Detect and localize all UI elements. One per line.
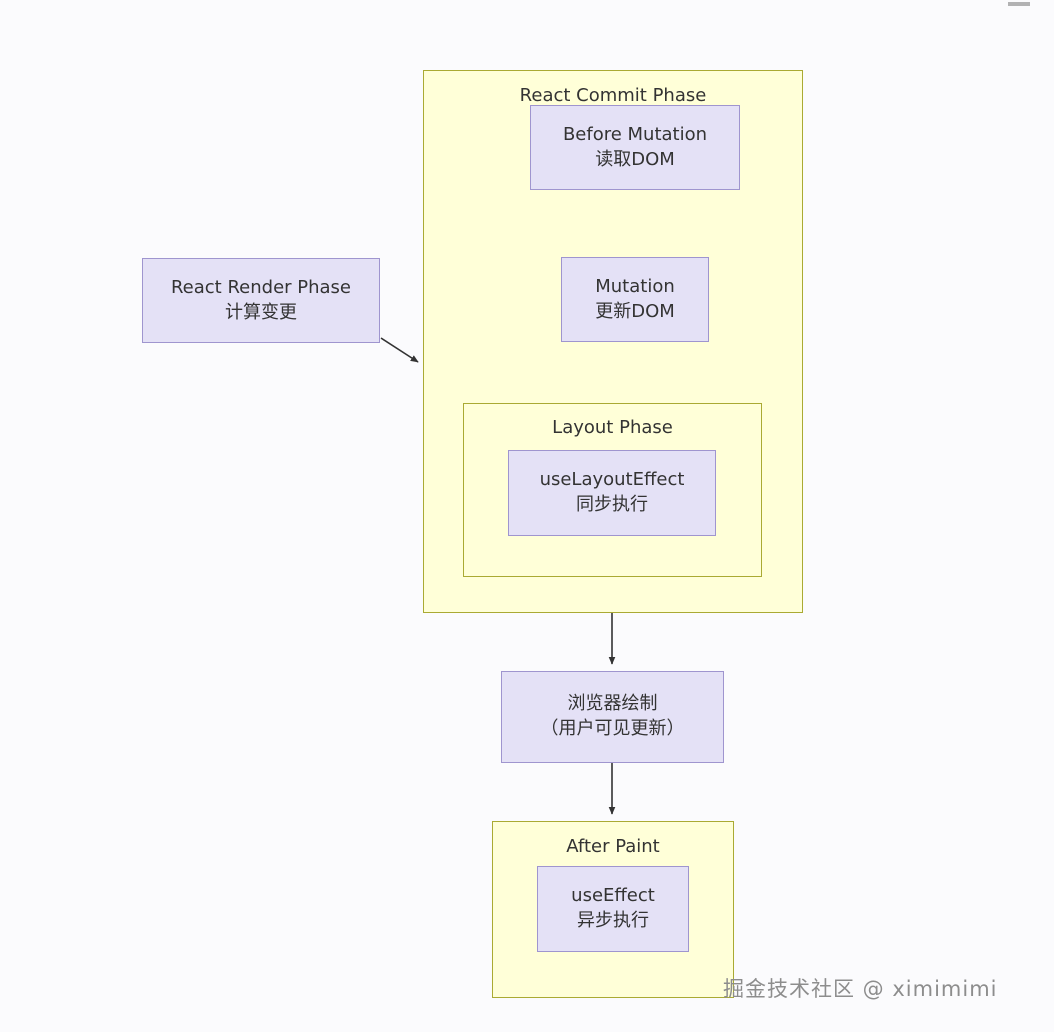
node-mutation[interactable]: Mutation 更新DOM [561,257,709,342]
node-useeffect-line2: 异步执行 [577,910,649,931]
node-browser-paint-line1: 浏览器绘制 [567,693,658,715]
node-mutation-line2: 更新DOM [595,300,675,322]
node-before-mutation-line1: Before Mutation [562,123,708,145]
node-before-mutation-line2: 读取DOM [595,148,675,170]
cluster-after-paint: After Paint [492,821,734,998]
node-react-render-phase-line1: React Render Phase [170,276,352,298]
node-useeffect[interactable]: useEffect 异步执行 [537,866,689,952]
node-browser-paint-line2: （用户可见更新） [540,718,685,739]
node-browser-paint[interactable]: 浏览器绘制 （用户可见更新） [501,671,724,763]
node-uselayouteffect-line1: useLayoutEffect [539,469,685,491]
node-before-mutation[interactable]: Before Mutation 读取DOM [530,105,740,190]
node-mutation-line1: Mutation [595,275,675,297]
node-uselayouteffect-line2: 同步执行 [576,494,648,515]
cluster-title-react-commit-phase: React Commit Phase [519,85,707,106]
node-uselayouteffect[interactable]: useLayoutEffect 同步执行 [508,450,716,536]
top-edge-artifact [1008,2,1030,6]
edge-render-to-commit [380,337,419,363]
cluster-title-after-paint: After Paint [566,836,660,857]
node-react-render-phase-line2: 计算变更 [225,301,297,323]
node-useeffect-line1: useEffect [571,885,655,907]
watermark-text: 掘金技术社区 @ ximimimi [723,977,998,1001]
cluster-title-layout-phase: Layout Phase [552,417,673,438]
node-react-render-phase[interactable]: React Render Phase 计算变更 [142,258,380,343]
